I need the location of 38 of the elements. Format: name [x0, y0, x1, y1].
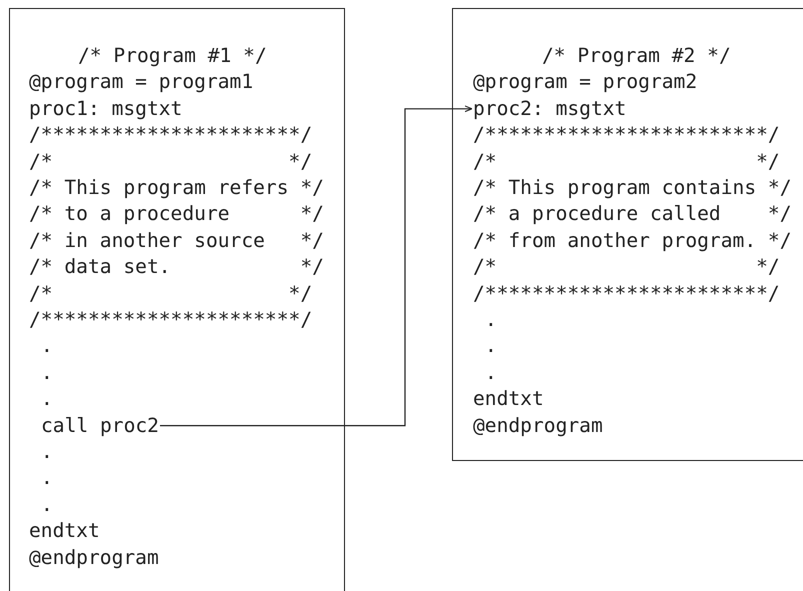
code-listing-box — [9, 8, 345, 591]
code-line: . — [41, 494, 53, 516]
code-line: /* This program contains */ — [473, 177, 792, 199]
code-line: /* */ — [29, 150, 312, 173]
code-line: /* Program #1 */ — [78, 45, 267, 67]
code-line: /* in another source */ — [29, 230, 324, 252]
code-line: @program = program2 — [473, 71, 698, 94]
code-line: endtxt — [29, 520, 100, 542]
code-line: /* Program #2 */ — [542, 45, 731, 67]
code-line: /* */ — [473, 256, 780, 278]
code-line: . — [41, 388, 53, 410]
code-line: /* */ — [29, 282, 312, 305]
code-line: @endprogram — [473, 414, 603, 437]
code-line: endtxt — [473, 388, 544, 410]
code-line: /* This program refers */ — [29, 177, 324, 199]
code-line: . — [41, 467, 53, 490]
code-line: @program = program1 — [29, 71, 254, 94]
code-line: . — [41, 362, 53, 384]
code-line: proc1: msgtxt — [29, 98, 182, 120]
code-line: /* to a procedure */ — [29, 203, 324, 226]
code-listing-box — [452, 8, 803, 461]
code-line: /************************/ — [473, 282, 780, 305]
code-line: /* */ — [473, 150, 780, 173]
code-line: /* a procedure called */ — [473, 203, 792, 226]
code-line: . — [41, 441, 53, 463]
code-line: . — [485, 335, 497, 358]
code-line: . — [41, 335, 53, 358]
code-line: /* data set. */ — [29, 256, 324, 278]
code-line: /************************/ — [473, 124, 780, 146]
code-line: /* from another program. */ — [473, 230, 792, 252]
code-line: . — [485, 309, 497, 331]
code-line: /**********************/ — [29, 124, 312, 146]
code-line: /**********************/ — [29, 309, 312, 331]
code-line: @endprogram — [29, 546, 159, 569]
code-line: proc2: msgtxt — [473, 98, 626, 120]
code-line: call proc2 — [41, 414, 159, 437]
code-line: . — [485, 362, 497, 384]
connector-arrow — [160, 105, 473, 426]
